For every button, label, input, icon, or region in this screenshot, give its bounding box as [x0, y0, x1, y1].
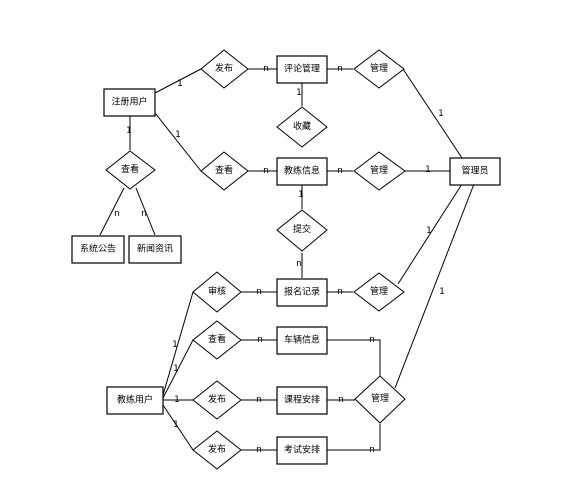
card-submit-signup: n	[296, 259, 302, 269]
entity-vehicle-info: 车辆信息	[276, 326, 328, 355]
rel-view-left-label: 查看	[121, 163, 139, 175]
edge-reguser-view	[154, 112, 202, 172]
rel-publish-exam: 发布	[192, 430, 242, 470]
entities: 注册用户 评论管理 教练信息 管理员 系统公告 新闻资讯 报名记录 教练用户	[71, 55, 501, 465]
entity-course-sched: 课程安排	[276, 386, 328, 415]
edge-managebottom-admin	[394, 183, 475, 389]
card-coachuser-pubcourse: 1	[174, 395, 180, 405]
entity-coach-user: 教练用户	[106, 386, 164, 415]
entity-course-sched-label: 课程安排	[284, 394, 320, 406]
entity-sys-notice: 系统公告	[71, 235, 125, 264]
card-course-managebottom: n	[338, 395, 344, 405]
edge-reguser-publish	[154, 68, 202, 94]
card-reguser-viewleft: 1	[126, 126, 132, 136]
edge-exam-managebottom	[327, 424, 381, 451]
entity-reg-user: 注册用户	[103, 88, 156, 117]
rel-manage-bottom-label: 管理	[371, 392, 389, 404]
rel-publish-top: 发布	[200, 49, 249, 89]
card-vehicle-managebottom: n	[369, 335, 375, 345]
card-viewleft-news: n	[141, 209, 147, 219]
rel-manage-signup: 管理	[353, 272, 405, 312]
entity-vehicle-info-label: 车辆信息	[284, 334, 320, 346]
cardinalities: 1 n n 1 1 1 n n 1 1 n n 1 n n 1 1 n 1 n …	[114, 64, 445, 455]
rel-manage-signup-label: 管理	[370, 285, 388, 297]
entity-comment-mgmt-label: 评论管理	[284, 63, 320, 75]
rel-view-top-label: 查看	[215, 164, 233, 176]
card-coachuser-viewveh: 1	[173, 364, 179, 374]
rel-publish-course-label: 发布	[208, 393, 226, 405]
entity-admin-label: 管理员	[461, 165, 488, 177]
rel-publish-top-label: 发布	[215, 62, 233, 74]
rel-view-vehicle: 查看	[192, 320, 242, 360]
entity-news-label: 新闻资讯	[137, 243, 173, 255]
card-coachuser-pubexam: 1	[173, 420, 179, 430]
rel-manage-top-label: 管理	[370, 62, 388, 74]
card-reguser-publish: 1	[177, 79, 183, 89]
card-signup-manage: n	[337, 287, 343, 297]
card-coach-submit: 1	[298, 190, 304, 200]
card-pubexam-exam: n	[256, 445, 262, 455]
card-comment-collect: 1	[296, 88, 302, 98]
card-comment-manage: n	[337, 64, 343, 74]
card-exam-managebottom: n	[369, 445, 375, 455]
card-manage-admin-top: 1	[438, 109, 444, 119]
rel-view-vehicle-label: 查看	[208, 333, 226, 345]
entity-signup-record-label: 报名记录	[284, 286, 320, 298]
rel-collect-label: 收藏	[293, 120, 311, 132]
card-coachuser-review: 1	[172, 340, 178, 350]
rel-submit-label: 提交	[293, 223, 311, 235]
entity-exam-sched: 考试安排	[276, 436, 328, 465]
edge-manage-admin-signup	[397, 183, 463, 285]
edge-coachuser-review	[162, 291, 194, 396]
relationships: 发布 管理 收藏 查看 管理 查看 提交 审核	[105, 49, 406, 470]
card-manage-admin-mid: 1	[425, 165, 431, 175]
rel-manage-mid-label: 管理	[370, 164, 388, 176]
edge-vehicle-managebottom	[327, 339, 381, 376]
card-reguser-view: 1	[175, 130, 181, 140]
card-managebottom-admin: 1	[439, 287, 445, 297]
entity-signup-record: 报名记录	[276, 278, 328, 307]
entity-coach-info-label: 教练信息	[284, 165, 320, 177]
rel-manage-top: 管理	[353, 49, 405, 89]
entity-admin: 管理员	[449, 157, 501, 186]
card-view-coach: n	[263, 166, 269, 176]
entity-comment-mgmt: 评论管理	[276, 55, 328, 84]
entity-news: 新闻资讯	[128, 235, 182, 264]
edge-coachuser-viewveh	[162, 339, 194, 399]
rel-publish-exam-label: 发布	[208, 443, 226, 455]
card-publish-comment: n	[263, 64, 269, 74]
rel-submit: 提交	[276, 209, 328, 252]
entity-coach-user-label: 教练用户	[117, 394, 153, 406]
card-review-signup: n	[256, 287, 262, 297]
card-manage-admin-signup: 1	[426, 226, 432, 236]
rel-view-left: 查看	[105, 150, 156, 190]
edges	[99, 68, 475, 451]
entity-sys-notice-label: 系统公告	[80, 243, 116, 255]
rel-manage-bottom: 管理	[354, 375, 406, 424]
card-coach-manage: n	[337, 166, 343, 176]
rel-publish-course: 发布	[192, 380, 242, 420]
entity-coach-info: 教练信息	[276, 157, 328, 186]
rel-manage-mid: 管理	[353, 151, 406, 191]
edge-viewleft-news	[135, 187, 156, 236]
card-viewleft-notice: n	[114, 209, 120, 219]
edge-coachuser-pubexam	[162, 404, 194, 451]
rel-view-top: 查看	[200, 151, 249, 191]
rel-review: 审核	[192, 271, 242, 313]
edge-viewleft-notice	[99, 187, 125, 236]
rel-review-label: 审核	[208, 285, 226, 297]
card-pubcourse-course: n	[256, 395, 262, 405]
entity-exam-sched-label: 考试安排	[284, 444, 320, 456]
edge-manage-admin-top	[402, 68, 463, 159]
card-viewveh-vehicle: n	[257, 335, 263, 345]
rel-collect: 收藏	[276, 106, 328, 148]
entity-reg-user-label: 注册用户	[111, 96, 147, 108]
